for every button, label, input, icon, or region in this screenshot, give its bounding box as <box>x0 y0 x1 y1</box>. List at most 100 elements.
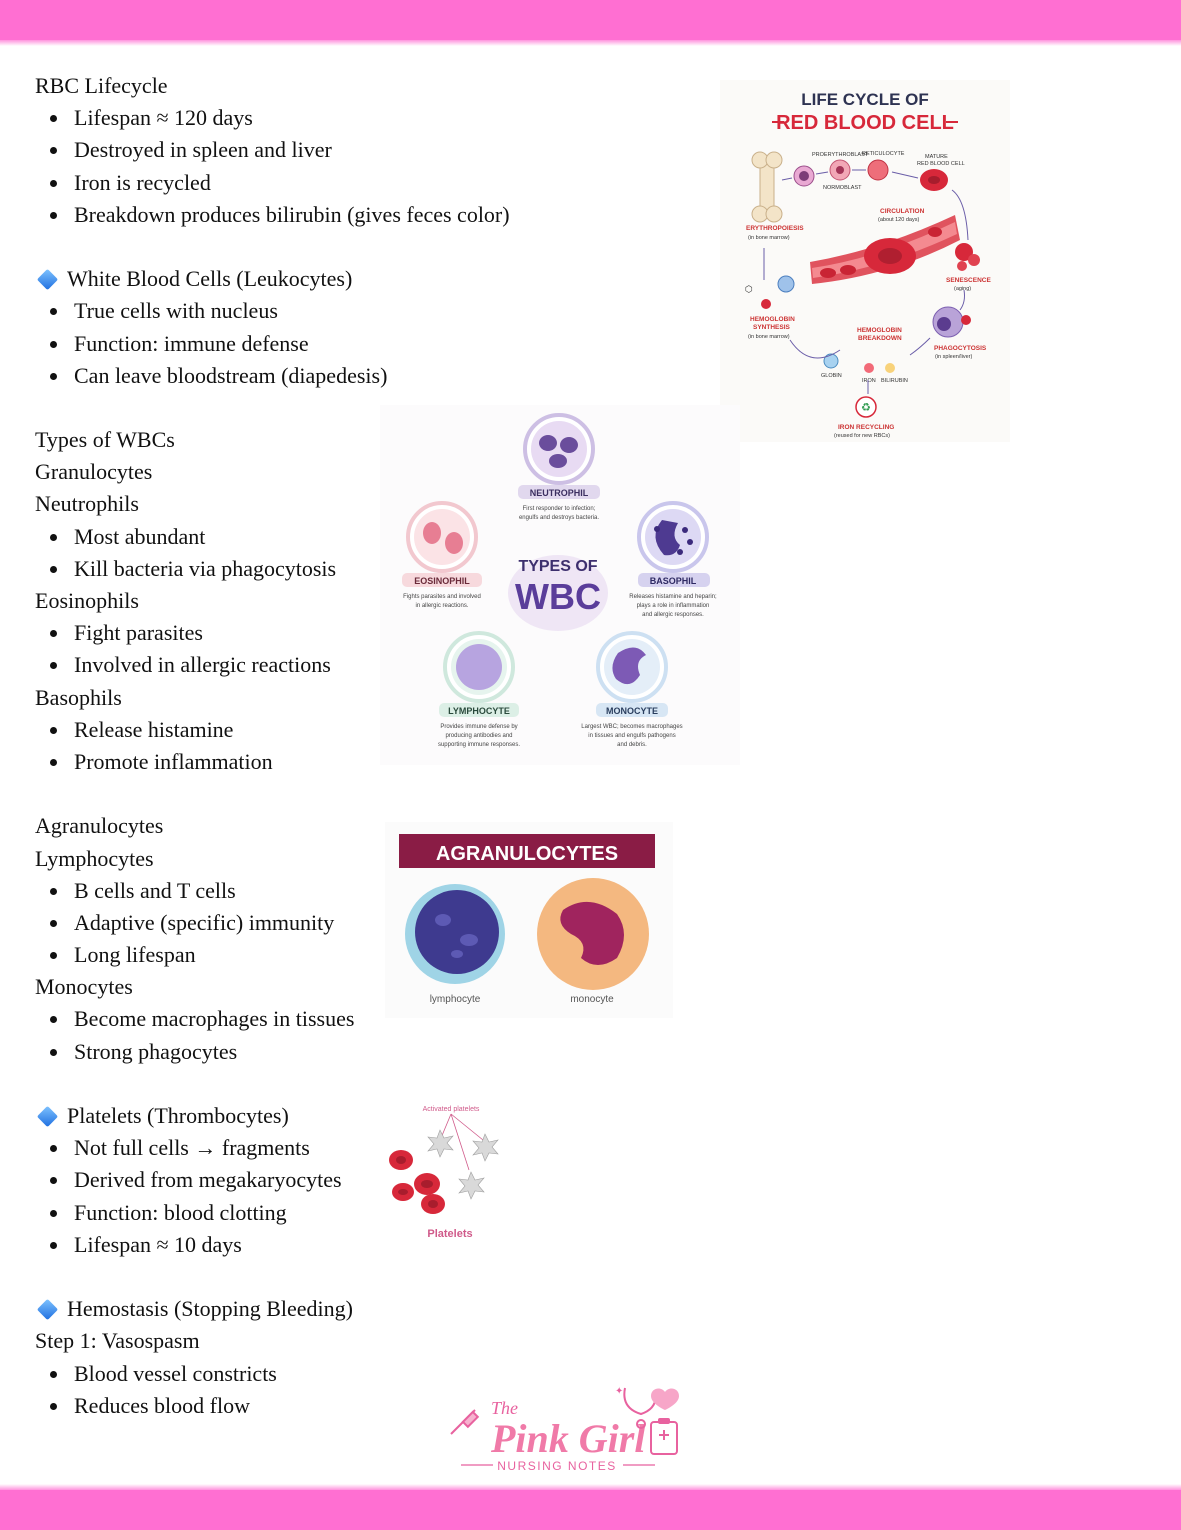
agran-monocyte-label: monocyte <box>570 994 614 1005</box>
bullet-item: Destroyed in spleen and liver <box>35 134 595 166</box>
bullet-item: Function: immune defense <box>35 328 595 360</box>
bullet-item: Become macrophages in tissues <box>35 1003 595 1035</box>
bullet-item: Iron is recycled <box>35 167 595 199</box>
bullet-item: B cells and T cells <box>35 875 595 907</box>
agran-lymphocyte-label: lymphocyte <box>430 994 481 1005</box>
circulation-label: CIRCULATION <box>880 208 925 215</box>
hemo-break-label-2: BREAKDOWN <box>858 335 902 342</box>
platelets-caption: Platelets <box>427 1228 472 1240</box>
monocyte-desc-2: in tissues and engulfs pathogens <box>588 733 675 739</box>
monocyte-desc-3: and debris. <box>617 742 647 748</box>
activated-platelets-label: Activated platelets <box>423 1106 480 1113</box>
bullet-item: Fight parasites <box>35 617 595 649</box>
bullet-item: Release histamine <box>35 714 595 746</box>
mature-label-1: MATURE <box>925 154 948 160</box>
neutrophils-label: Neutrophils <box>35 491 139 517</box>
platelets-figure: Activated platelets Platelets <box>383 1100 523 1248</box>
blue-diamond-icon <box>36 1299 59 1321</box>
globin-label: GLOBIN <box>821 373 842 379</box>
neutrophil-desc-1: First responder to infection; <box>523 506 596 512</box>
bullet-item: Most abundant <box>35 521 595 553</box>
eosinophil-desc-2: in allergic reactions. <box>415 603 468 609</box>
activated-platelet <box>427 1129 499 1200</box>
wbc-center-2: WBC <box>515 576 601 617</box>
hemo-synth-label-2: SYNTHESIS <box>753 324 791 331</box>
bullet-item: Long lifespan <box>35 939 595 971</box>
iron-label: IRON <box>862 378 876 384</box>
reticulocyte-label: RETICULOCYTE <box>862 151 905 157</box>
rbc-title-2: RED BLOOD CELL <box>776 112 954 134</box>
wbc-center-1: TYPES OF <box>518 558 597 575</box>
svg-text:⬡: ⬡ <box>745 284 753 294</box>
circulation-sub: (about 120 days) <box>878 217 919 223</box>
granulocytes-heading: Granulocytes <box>35 459 153 485</box>
basophil-desc-2: plays a role in inflammation <box>637 603 710 609</box>
rbc-title-1: LIFE CYCLE OF <box>801 90 929 109</box>
phagocytosis-label: PHAGOCYTOSIS <box>934 345 987 352</box>
agranulocytes-banner: AGRANULOCYTES <box>436 843 618 865</box>
senescence-label: SENESCENCE <box>946 277 991 284</box>
monocytes-label: Monocytes <box>35 974 133 1000</box>
basophils-label: Basophils <box>35 684 122 710</box>
agranulocytes-figure: AGRANULOCYTES lymphocyte monocyte <box>385 822 673 1018</box>
syringe-icon <box>450 1409 480 1435</box>
wbc-types-figure: TYPES OF WBC NEUTROPHIL First responder … <box>380 405 740 765</box>
normoblast-label: NORMOBLAST <box>823 185 862 191</box>
top-pink-band <box>0 0 1181 46</box>
eosinophil-label: EOSINOPHIL <box>414 576 470 586</box>
notes-text: RBC Lifecycle Lifespan ≈ 120 days Destro… <box>35 70 595 1422</box>
basophil-desc-1: Releases histamine and heparin; <box>629 594 717 600</box>
blue-diamond-icon <box>36 1105 59 1128</box>
hemo-break-label-1: HEMOGLOBIN <box>857 327 902 334</box>
bullet-item: Not full cells → fragments <box>35 1132 595 1164</box>
bullet-item: Reduces blood flow <box>35 1390 595 1422</box>
platelets-heading: Platelets (Thrombocytes) <box>35 1100 595 1132</box>
bullet-item: Involved in allergic reactions <box>35 649 595 681</box>
lymphocytes-label: Lymphocytes <box>35 845 154 871</box>
wbc-heading-label: White Blood Cells (Leukocytes) <box>67 266 353 292</box>
bullet-item: True cells with nucleus <box>35 295 595 327</box>
logo-the: The <box>491 1398 518 1418</box>
bullet-item: Blood vessel constricts <box>35 1358 595 1390</box>
hemo-synth-label-1: HEMOGLOBIN <box>750 316 795 323</box>
bullet-item: Derived from megakaryocytes <box>35 1164 595 1196</box>
bone-icon <box>751 151 783 223</box>
sparkle-icon: ✦ <box>615 1386 623 1397</box>
eosinophils-label: Eosinophils <box>35 588 139 613</box>
bullet-item: Breakdown produces bilirubin (gives fece… <box>35 199 595 231</box>
rbc-lifecycle-figure: LIFE CYCLE OF RED BLOOD CELL PROERYTHROB… <box>720 80 1010 442</box>
rbc-lifecycle-heading: RBC Lifecycle <box>35 73 168 98</box>
basophil-desc-3: and allergic responses. <box>642 612 704 618</box>
bullet-item: Can leave bloodstream (diapedesis) <box>35 360 595 392</box>
clipboard-icon <box>650 1418 678 1455</box>
bullet-item: Strong phagocytes <box>35 1036 595 1068</box>
mature-label-2: RED BLOOD CELL <box>917 161 965 167</box>
hemo-synth-sub: (in bone marrow) <box>748 334 790 340</box>
senescence-sub: (aging) <box>954 286 971 292</box>
recycle-icon: ♻ <box>861 402 871 414</box>
neutrophil-desc-2: engulfs and destroys bacteria. <box>519 515 599 521</box>
lymphocyte-desc-3: supporting immune responses. <box>438 742 520 748</box>
bottom-pink-band <box>0 1484 1181 1530</box>
lymphocyte-desc-2: producing antibodies and <box>445 733 512 739</box>
bullet-item: Lifespan ≈ 10 days <box>35 1229 595 1261</box>
platelets-heading-label: Platelets (Thrombocytes) <box>67 1103 289 1128</box>
bullet-item: Promote inflammation <box>35 746 595 778</box>
types-heading: Types of WBCs <box>35 427 175 453</box>
recycling-sub: (reused for new RBCs) <box>834 433 890 439</box>
hemostasis-heading-label: Hemostasis (Stopping Bleeding) <box>67 1296 353 1322</box>
bullet-item: Function: blood clotting <box>35 1197 595 1229</box>
bullet-item: Lifespan ≈ 120 days <box>35 102 595 134</box>
pink-girl-logo: The Pink Girl NURSING NOTES ✦ <box>450 1386 679 1473</box>
proerythroblast-label: PROERYTHROBLAST <box>812 152 869 158</box>
logo-name: Pink Girl <box>490 1416 646 1461</box>
eosinophil-desc-1: Fights parasites and involved <box>403 594 481 600</box>
lymphocyte-desc-1: Provides immune defense by <box>440 724 517 730</box>
lymphocyte-label: LYMPHOCYTE <box>448 706 510 716</box>
wbc-heading: White Blood Cells (Leukocytes) <box>35 263 595 295</box>
erythropoiesis-label: ERYTHROPOIESIS <box>746 225 804 232</box>
recycling-label: IRON RECYCLING <box>838 424 894 431</box>
step1-label: Step 1: Vasospasm <box>35 1328 200 1354</box>
erythropoiesis-sub: (in bone marrow) <box>748 235 790 241</box>
basophil-label: BASOPHIL <box>650 576 697 586</box>
